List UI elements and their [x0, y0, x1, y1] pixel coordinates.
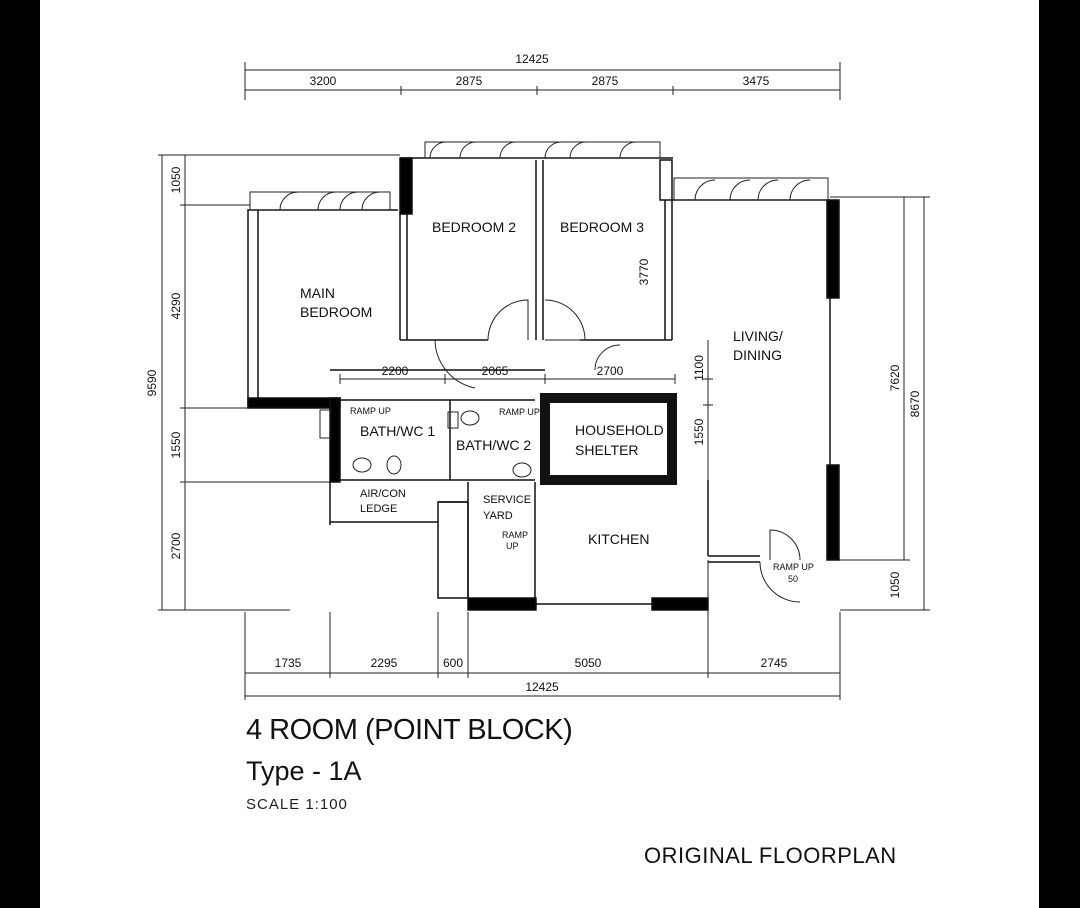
original-floorplan-tag: ORIGINAL FLOORPLAN [644, 843, 897, 868]
ramp-entry-line2: 50 [788, 574, 798, 584]
floorplan-page: 12425 3200 2875 2875 3475 1735 2295 600 … [40, 0, 1039, 908]
dim-bottom-2: 2295 [371, 656, 398, 670]
ramp-service-line1: RAMP [502, 530, 528, 540]
room-bath2: BATH/WC 2 [456, 437, 531, 453]
room-service-line2: YARD [483, 510, 513, 522]
dim-bottom-4: 5050 [575, 656, 602, 670]
room-living-line1: LIVING/ [733, 328, 783, 344]
dimension-lines [158, 62, 930, 700]
dim-interior-1: 2200 [382, 364, 409, 378]
dim-top-1: 3200 [310, 74, 337, 88]
dim-right-outer: 8670 [908, 390, 922, 417]
walls [247, 157, 840, 611]
dim-shelter-1: 1100 [692, 355, 706, 381]
room-bedroom3: BEDROOM 3 [560, 219, 644, 235]
dim-left-3: 1550 [169, 431, 183, 458]
room-bedroom2: BEDROOM 2 [432, 219, 516, 235]
dim-shelter-2: 1550 [692, 418, 706, 445]
room-aircon-line2: LEDGE [360, 503, 397, 515]
room-main-bedroom-line1: MAIN [300, 285, 335, 301]
room-shelter-line1: HOUSEHOLD [575, 422, 664, 438]
dim-top-total: 12425 [515, 52, 549, 66]
dim-bottom-5: 2745 [761, 656, 788, 670]
dim-interior-2: 2065 [482, 364, 509, 378]
ramp-bath2: RAMP UP [499, 407, 540, 417]
dimension-labels: 12425 3200 2875 2875 3475 1735 2295 600 … [145, 52, 922, 694]
floorplan-drawing: 12425 3200 2875 2875 3475 1735 2295 600 … [145, 52, 930, 700]
ramp-service-line2: UP [506, 541, 519, 551]
dim-top-4: 3475 [743, 74, 770, 88]
dim-bedroom3-depth: 3770 [637, 258, 651, 285]
room-kitchen: KITCHEN [588, 531, 649, 547]
dim-right-bottom: 1050 [888, 571, 902, 598]
dim-bottom-total: 12425 [525, 680, 559, 694]
dim-right-inner: 7620 [888, 364, 902, 391]
ramp-entry-line1: RAMP UP [773, 562, 814, 572]
dim-bottom-1: 1735 [275, 656, 302, 670]
fixtures [319, 409, 532, 478]
dim-left-1: 1050 [169, 166, 183, 193]
dim-top-2: 2875 [456, 74, 483, 88]
plan-title: 4 ROOM (POINT BLOCK) [246, 714, 573, 746]
plan-scale: SCALE 1:100 [246, 796, 348, 813]
room-main-bedroom-line2: BEDROOM [300, 304, 372, 320]
dim-top-3: 2875 [592, 74, 619, 88]
windows [249, 141, 829, 211]
dim-left-4: 2700 [169, 532, 183, 559]
room-service-line1: SERVICE [483, 494, 531, 506]
dim-left-total: 9590 [145, 369, 159, 396]
plan-type: Type - 1A [246, 756, 362, 786]
ramp-bath1: RAMP UP [350, 406, 391, 416]
dim-interior-3: 2700 [597, 364, 624, 378]
room-shelter-line2: SHELTER [575, 442, 639, 458]
room-aircon-line1: AIR/CON [360, 488, 406, 500]
dim-bottom-3: 600 [443, 656, 463, 670]
doors [434, 299, 801, 603]
room-labels: MAIN BEDROOM BEDROOM 2 BEDROOM 3 LIVING/… [300, 219, 814, 584]
room-living-line2: DINING [733, 347, 782, 363]
dim-left-2: 4290 [169, 292, 183, 319]
room-bath1: BATH/WC 1 [360, 423, 435, 439]
